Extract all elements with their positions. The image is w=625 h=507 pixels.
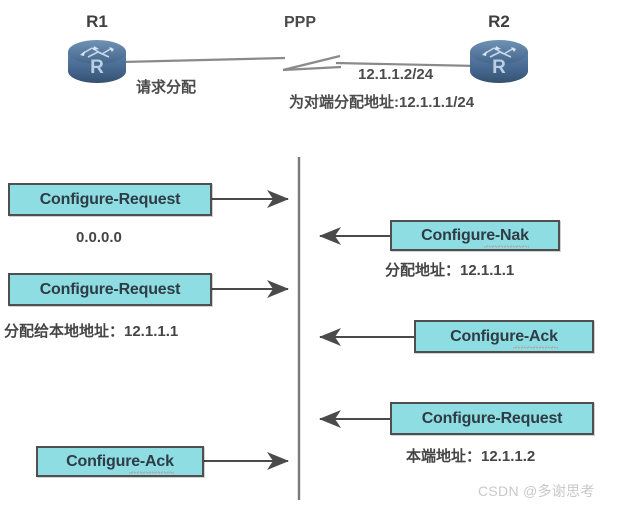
router-r2-icon: R xyxy=(470,40,528,83)
caption-configure-request-1: 0.0.0.0 xyxy=(76,229,122,246)
right-ip-address-line: 12.1.1.2/24 xyxy=(358,66,434,83)
svg-text:R: R xyxy=(90,57,104,78)
message-label: Configure-Ack xyxy=(450,327,558,349)
router-r1-label: R1 xyxy=(86,12,108,31)
message-label: Configure-Request xyxy=(39,280,181,298)
message-box-configure-nak[interactable]: Configure-Nak xyxy=(390,220,560,251)
message-box-configure-request-2[interactable]: Configure-Request xyxy=(8,273,212,306)
caption-configure-request-right: 本端地址：12.1.1.2 xyxy=(406,448,536,465)
message-label: Configure-Nak xyxy=(421,226,529,248)
csdn-watermark: CSDN @多谢思考 xyxy=(478,483,595,499)
message-label: Configure-Request xyxy=(421,409,563,427)
ppp-link xyxy=(122,54,479,72)
caption-configure-nak: 分配地址：12.1.1.1 xyxy=(385,262,515,279)
message-label: Configure-Ack xyxy=(66,452,174,474)
message-label: Configure-Request xyxy=(39,190,181,208)
message-box-configure-request-1[interactable]: Configure-Request xyxy=(8,183,212,216)
message-box-configure-ack-right[interactable]: Configure-Ack xyxy=(414,320,594,353)
caption-configure-request-2: 分配给本地地址：12.1.1.1 xyxy=(4,323,179,340)
left-request-caption: 请求分配 xyxy=(136,79,197,96)
message-box-configure-ack-left[interactable]: Configure-Ack xyxy=(36,446,204,477)
router-r2-label: R2 xyxy=(488,12,510,31)
message-box-configure-request-right[interactable]: Configure-Request xyxy=(390,402,594,435)
right-peer-assign-line: 为对端分配地址:12.1.1.1/24 xyxy=(289,94,475,111)
ppp-protocol-label: PPP xyxy=(283,14,316,31)
svg-text:R: R xyxy=(492,57,506,78)
router-r1-icon: R xyxy=(68,40,126,83)
